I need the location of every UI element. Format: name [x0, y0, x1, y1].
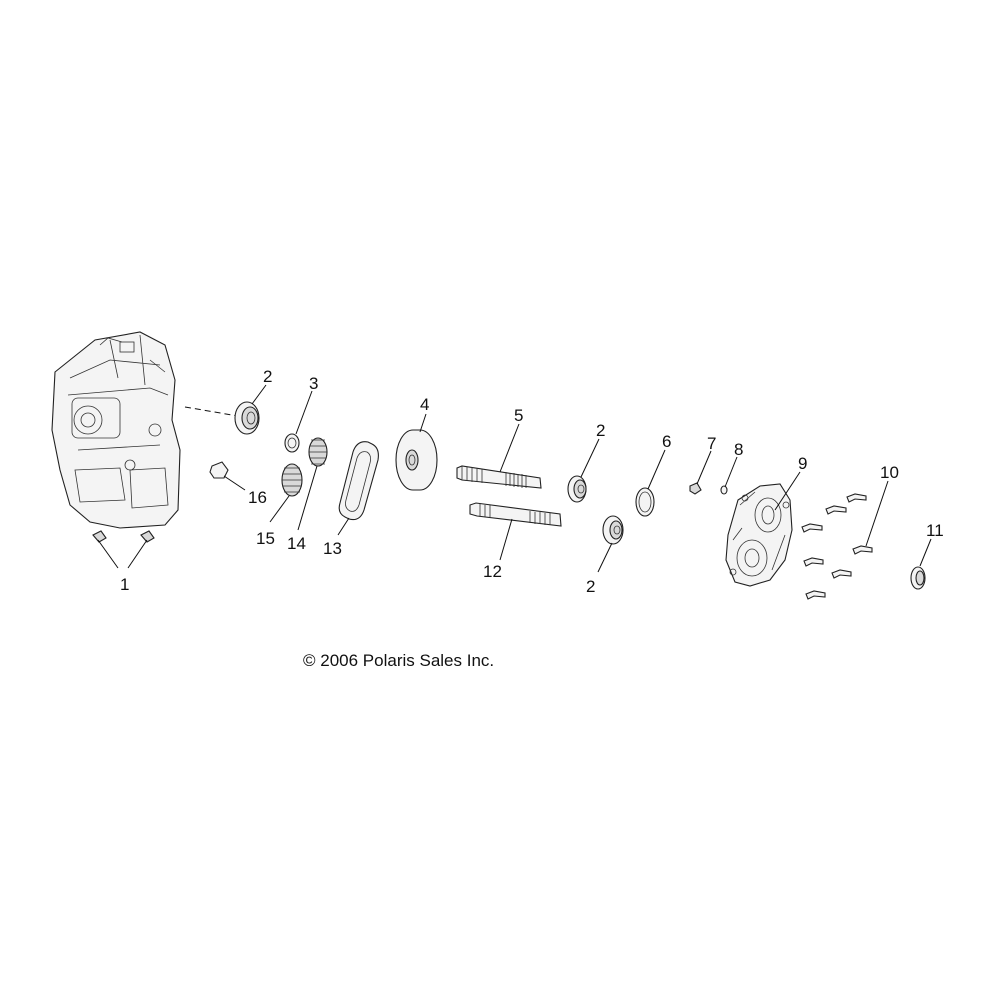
callout-9: 9: [798, 454, 807, 473]
dowel-pin-right: [140, 530, 155, 543]
callout-2-top-left: 2: [263, 367, 272, 386]
leader-lines: [97, 384, 932, 573]
center-line: [184, 406, 239, 417]
bolt-part-10: [801, 493, 873, 600]
callout-14: 14: [287, 534, 306, 553]
callout-6: 6: [662, 432, 671, 451]
callout-7: 7: [707, 434, 716, 453]
washer-part-3: [284, 433, 300, 453]
callout-10: 10: [880, 463, 899, 482]
bearing-part-2-c: [602, 515, 624, 545]
gear-part-14: [308, 437, 328, 467]
callout-15: 15: [256, 529, 275, 548]
bearing-part-2-b: [567, 475, 587, 503]
spacer-part-16: [209, 461, 229, 479]
callout-4: 4: [420, 395, 429, 414]
dowel-pin-left: [92, 530, 107, 543]
seal-part-11: [910, 566, 926, 590]
callout-1: 1: [120, 575, 129, 594]
shaft-part-5: [456, 465, 542, 489]
gear-part-15: [281, 463, 303, 497]
callout-11: 11: [926, 521, 944, 540]
callout-2-top-right: 2: [596, 421, 605, 440]
chain-part-13: [338, 441, 379, 521]
callout-labels: 1 2 2 2 3 4 5 6 7 8 9 10 11 12 13 14 15 …: [120, 367, 944, 596]
callout-13: 13: [323, 539, 342, 558]
bearing-part-2-a: [234, 401, 260, 435]
callout-8: 8: [734, 440, 743, 459]
transmission-case: [51, 331, 181, 529]
callout-12: 12: [483, 562, 502, 581]
shaft-part-12: [469, 502, 562, 527]
callout-5: 5: [514, 406, 523, 425]
o-ring-part-6: [635, 487, 655, 517]
o-ring-part-8: [720, 485, 728, 495]
sprocket-part-4: [395, 429, 438, 491]
fitting-part-7: [689, 482, 702, 495]
callout-3: 3: [309, 374, 318, 393]
callout-16: 16: [248, 488, 267, 507]
callout-2-bottom: 2: [586, 577, 595, 596]
copyright-notice: © 2006 Polaris Sales Inc.: [303, 651, 494, 670]
